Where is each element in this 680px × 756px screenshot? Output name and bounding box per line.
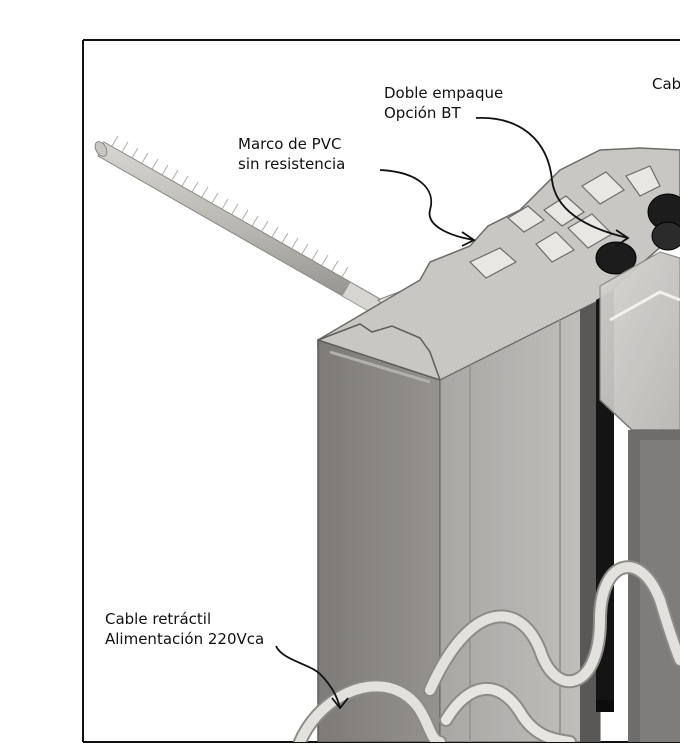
pvc-frame <box>317 147 680 742</box>
arrow-cable <box>275 645 341 709</box>
arrow-cable-head <box>331 697 349 710</box>
label-cab-partial: Cab <box>652 74 680 94</box>
label-doble-empaque: Doble empaque Opción BT <box>384 83 503 123</box>
label-marco-line1: Marco de PVC <box>238 135 342 153</box>
label-doble-line1: Doble empaque <box>384 84 504 102</box>
callout-arrows <box>275 117 630 710</box>
label-cab-text: Cab <box>652 75 680 93</box>
arrow-marco-head <box>461 231 476 247</box>
retractile-cable <box>293 560 680 742</box>
label-cable-retractil: Cable retráctil Alimentación 220Vca <box>105 609 264 649</box>
label-doble-line2: Opción BT <box>384 104 461 122</box>
label-marco-pvc: Marco de PVC sin resistencia <box>238 134 345 174</box>
label-cable-line2: Alimentación 220Vca <box>105 630 265 648</box>
label-cable-line1: Cable retráctil <box>105 610 212 628</box>
arrow-doble-head <box>615 229 630 247</box>
arrow-doble <box>475 117 629 239</box>
arrow-marco <box>379 169 475 241</box>
label-marco-line2: sin resistencia <box>238 155 346 173</box>
